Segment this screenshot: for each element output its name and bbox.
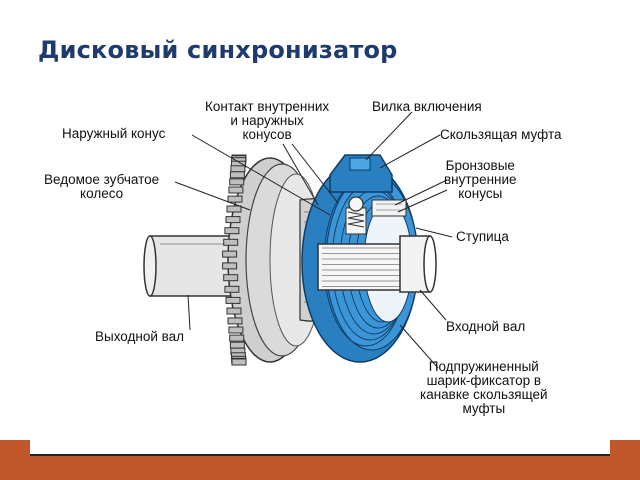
gear-tooth [223, 274, 239, 282]
label-sliding-sleeve: Скользящая муфта [440, 127, 562, 142]
gear-tooth [227, 317, 243, 325]
gear-tooth [228, 326, 244, 334]
input-shaft [399, 235, 437, 293]
slide-title: Дисковый синхронизатор [38, 36, 398, 64]
gear-tooth [222, 250, 238, 258]
gear-tooth [228, 186, 244, 194]
gear-tooth [226, 205, 242, 213]
gear-tooth [222, 262, 238, 270]
gear-tooth [226, 307, 242, 315]
gear-tooth [224, 227, 240, 235]
label-contact-cones: Контакт внутренних и наружных конусов [205, 99, 330, 142]
label-bronze-cones: Бронзовые внутренние конусы [444, 158, 517, 201]
gear-tooth [229, 341, 245, 349]
label-detent-ball: Подпружиненный шарик-фиксатор в канавке … [420, 359, 548, 416]
gear-tooth [227, 195, 243, 203]
shift-fork [329, 154, 393, 193]
leader-lines [174, 111, 453, 369]
gear-tooth [230, 165, 246, 173]
gear-tooth [229, 171, 245, 179]
gear-tooth [225, 216, 241, 224]
detent-ball [345, 196, 367, 235]
label-hub: Ступица [456, 229, 509, 244]
gear-tooth [229, 178, 245, 186]
label-input-shaft: Входной вал [446, 319, 526, 334]
footer-panel [30, 438, 610, 456]
gear-tooth [223, 238, 239, 246]
gear-tooth [231, 358, 247, 366]
label-outer-cone: Наружный конус [62, 126, 166, 141]
label-driven-gear: Ведомое зубчатое колесо [44, 172, 160, 201]
label-shift-fork: Вилка включения [372, 99, 482, 114]
gear-tooth [229, 334, 245, 342]
label-output-shaft: Выходной вал [95, 329, 185, 344]
gear-tooth [225, 296, 241, 304]
gear-tooth [224, 285, 240, 293]
